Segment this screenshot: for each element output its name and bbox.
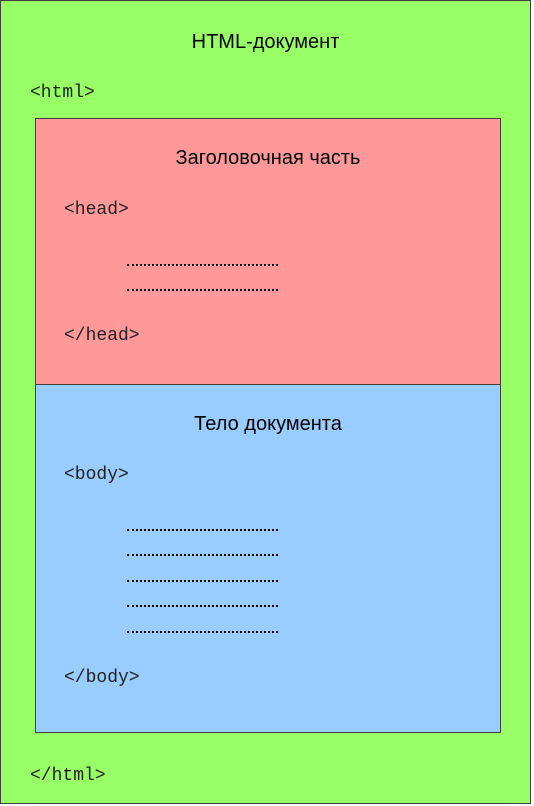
body-section-box: Тело документа <body> </body> (35, 384, 501, 733)
html-close-tag: </html> (30, 766, 106, 786)
head-open-tag: <head> (64, 200, 129, 220)
head-close-tag: </head> (64, 326, 140, 346)
head-section-box: Заголовочная часть <head> </head> (35, 118, 501, 385)
body-section-title: Тело документа (194, 413, 342, 435)
body-dotted-line-4 (127, 605, 278, 607)
html-open-tag: <html> (30, 83, 95, 103)
head-dotted-line-2 (127, 289, 278, 291)
head-dotted-line-1 (127, 264, 278, 266)
html-document-title: HTML-документ (191, 31, 340, 53)
body-dotted-line-1 (127, 529, 278, 531)
head-section-title: Заголовочная часть (175, 147, 361, 169)
body-open-tag: <body> (64, 465, 129, 485)
body-dotted-line-5 (127, 631, 278, 633)
body-dotted-line-2 (127, 554, 278, 556)
body-close-tag: </body> (64, 668, 140, 688)
body-dotted-line-3 (127, 580, 278, 582)
